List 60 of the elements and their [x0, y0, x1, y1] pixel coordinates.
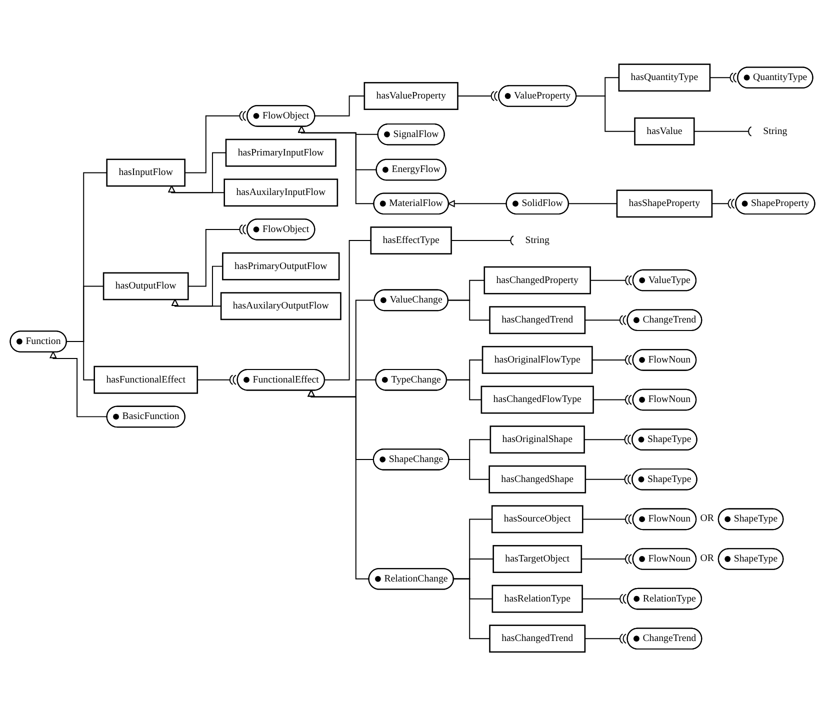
node-box: hasChangedShape: [488, 465, 586, 494]
node-box: hasOriginalFlowType: [482, 346, 593, 374]
connector: [584, 434, 632, 445]
connector: [448, 458, 490, 480]
connector: [447, 300, 490, 321]
connector: [568, 203, 618, 204]
node-box: hasValue: [634, 117, 695, 146]
arrow: [308, 390, 370, 580]
arrow: [168, 152, 226, 193]
node-text: String: [763, 126, 788, 136]
node-box: hasChangedTrend: [489, 624, 586, 652]
node-box: hasValueProperty: [364, 82, 458, 110]
node-box: hasTargetObject: [492, 544, 582, 573]
connector: [576, 95, 636, 132]
connector: [324, 240, 372, 380]
operator-label: OR: [700, 514, 714, 524]
connector: [584, 633, 626, 644]
arrow: [298, 126, 374, 204]
node-box: hasAuxilaryInputFlow: [224, 178, 338, 206]
connector: [709, 72, 737, 83]
arrow: [448, 200, 507, 207]
connector: [314, 95, 365, 116]
node-box: hasChangedProperty: [484, 266, 591, 294]
node-box: hasAuxilaryOutputFlow: [220, 292, 342, 320]
connector: [590, 275, 632, 286]
connector: [452, 578, 490, 640]
node-box: hasFunctionalEffect: [94, 366, 198, 394]
connector: [694, 126, 752, 136]
connector: [582, 514, 632, 524]
connector: [457, 90, 498, 102]
connector: [592, 394, 632, 405]
arrow: [50, 351, 108, 418]
node-box: hasSourceObject: [491, 505, 584, 534]
node-box: hasOriginalShape: [490, 425, 585, 454]
node-box: hasPrimaryOutputFlow: [222, 252, 340, 280]
connector: [584, 474, 632, 484]
connector: [450, 235, 514, 246]
connector: [592, 354, 632, 365]
node-box: hasPrimaryInputFlow: [225, 138, 336, 167]
connector: [196, 374, 236, 385]
connector: [580, 554, 632, 564]
arrow: [168, 185, 225, 193]
node-box: hasEffectType: [370, 226, 452, 254]
node-box: hasOutputFlow: [102, 272, 189, 300]
connector: [184, 110, 246, 174]
connector: [582, 594, 627, 604]
connector: [711, 198, 735, 209]
node-text: String: [525, 234, 550, 246]
node-box: hasRelationType: [492, 584, 583, 613]
node-box: hasChangedFlowType: [480, 386, 594, 414]
connector: [188, 224, 246, 287]
connector: [446, 379, 482, 400]
connector: [584, 314, 626, 326]
arrow: [172, 298, 222, 306]
node-box: hasQuantityType: [618, 63, 711, 92]
arrow: [172, 266, 224, 306]
node-box: hasChangedTrend: [489, 306, 586, 334]
operator-label: OR: [700, 554, 714, 564]
node-box: hasShapeProperty: [616, 190, 713, 218]
node-box: hasInputFlow: [106, 158, 186, 187]
